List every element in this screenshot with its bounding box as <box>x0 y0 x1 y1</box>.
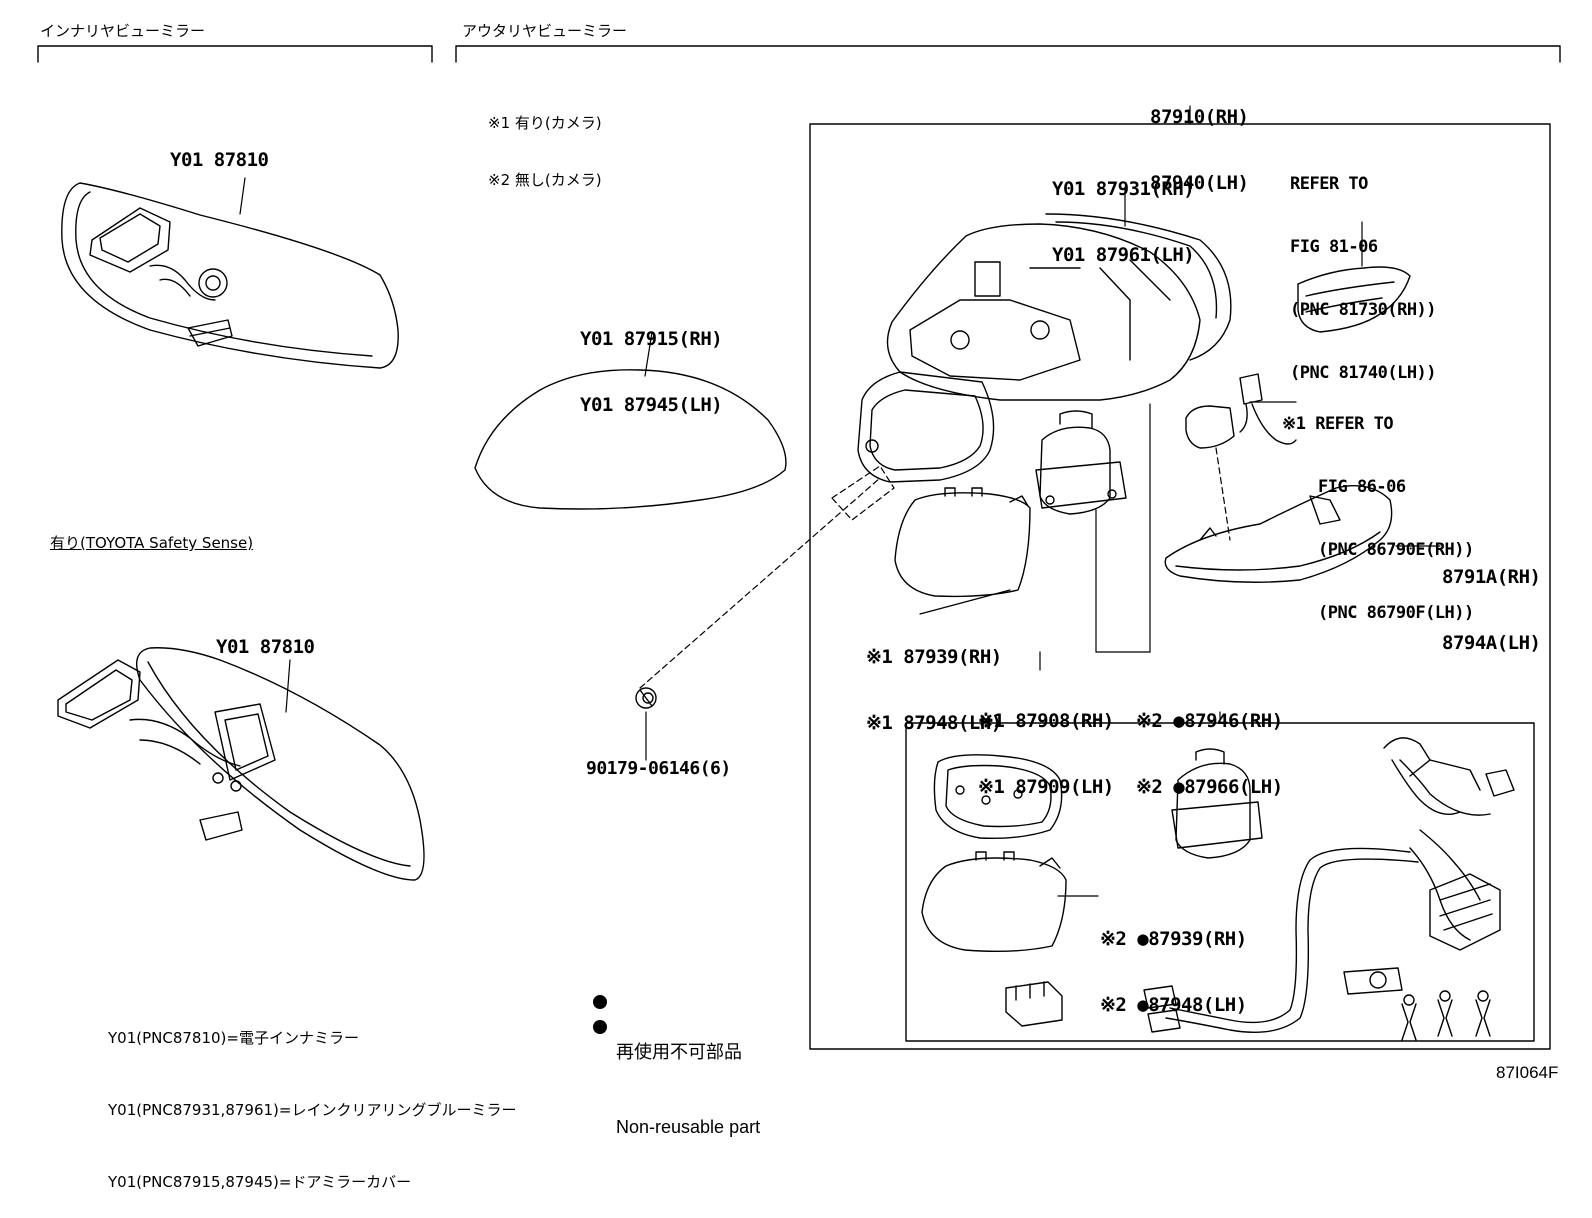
nocam-actuator-drawing <box>1171 748 1263 859</box>
figure-code: 87I064F <box>1496 1063 1559 1082</box>
label-mirror-glass-camera: ※1 87939(RH) ※1 87948(LH) <box>866 602 1002 756</box>
mirror-body-drawing <box>886 213 1232 401</box>
label-mirror-body-rh: Y01 87931(RH) <box>1052 178 1195 200</box>
legend-dot-1 <box>593 995 607 1009</box>
label-mirror-cover-lh: Y01 87945(LH) <box>580 394 723 416</box>
label-turn-lamp-rh: 8791A(RH) <box>1442 566 1541 588</box>
label-subassy-nocamera-lh: ※2 ●87966(LH) <box>1136 776 1283 798</box>
footnote-2: Y01(PNC87931,87961)=レインクリアリングブルーミラー <box>108 1101 517 1119</box>
label-mirror-cover-rh: Y01 87915(RH) <box>580 328 723 350</box>
legend-dot-2 <box>593 1020 607 1034</box>
footnotes: Y01(PNC87810)=電子インナミラー Y01(PNC87931,8796… <box>108 978 516 1218</box>
label-refer-fig-81: REFER TO FIG 81-06 (PNC 81730(RH)) (PNC … <box>1290 132 1437 405</box>
refer-81-line-3: (PNC 81730(RH)) <box>1290 300 1437 320</box>
clip-drawing <box>635 687 657 709</box>
label-subassy-nocamera: ※2 ●87946(RH) ※2 ●87966(LH) <box>1136 666 1283 820</box>
outer-assy-box <box>809 123 1551 1050</box>
label-subassy-camera-lh: ※1 87909(LH) <box>978 776 1114 798</box>
label-clip: 90179-06146(6) <box>586 758 731 779</box>
nocam-housing-drawing <box>933 754 1063 839</box>
turn-lamp-drawing <box>1164 485 1393 583</box>
leader-lines <box>239 105 1441 897</box>
footnote-3: Y01(PNC87915,87945)=ドアミラーカバー <box>108 1173 412 1191</box>
label-inner-mirror-top: Y01 87810 <box>170 149 269 171</box>
safety-sense-label: 有り(TOYOTA Safety Sense) <box>50 534 254 552</box>
label-mirror-glass-nocamera-lh: ※2 ●87948(LH) <box>1100 994 1247 1016</box>
inner-mirror-top-drawing <box>61 182 399 369</box>
legend: 再使用不可部品 Non-reusable part <box>616 990 760 1165</box>
label-outer-assy: 87910(RH) 87940(LH) <box>1150 62 1249 216</box>
label-mirror-body: Y01 87931(RH) Y01 87961(LH) <box>1052 134 1195 288</box>
refer-86-line-1: ※1 REFER TO <box>1282 414 1394 434</box>
parts-diagram <box>37 45 1561 1050</box>
label-mirror-cover: Y01 87915(RH) Y01 87945(LH) <box>580 284 723 438</box>
label-turn-lamp-lh: 8794A(LH) <box>1442 632 1541 654</box>
label-mirror-body-lh: Y01 87961(LH) <box>1052 244 1195 266</box>
actuator-drawing <box>1035 410 1127 515</box>
side-lamp-drawing <box>1297 266 1411 333</box>
footnote-1: Y01(PNC87810)=電子インナミラー <box>108 1029 359 1047</box>
mirror-cover-drawing <box>474 369 787 510</box>
mirror-housing-lower-drawing <box>857 371 995 483</box>
inner-section-bracket <box>37 45 433 63</box>
inner-mirror-bottom-drawing <box>57 647 425 881</box>
refer-81-line-1: REFER TO <box>1290 174 1368 194</box>
refer-86-line-2: FIG 86-06 <box>1318 477 1406 497</box>
legend-item-jp: 再使用不可部品 <box>616 1042 742 1062</box>
label-outer-assy-lh: 87940(LH) <box>1150 172 1249 194</box>
label-subassy-camera-rh: ※1 87908(RH) <box>978 710 1114 732</box>
inner-mirror-header: インナリヤビューミラー <box>40 22 206 40</box>
label-refer-fig-86: ※1 REFER TO FIG 86-06 (PNC 86790E(RH)) (… <box>1282 372 1474 645</box>
nocam-bolts-drawing <box>1401 990 1491 1041</box>
nocam-harness-drawing <box>1143 737 1515 1033</box>
label-mirror-glass-camera-rh: ※1 87939(RH) <box>866 646 1002 668</box>
label-mirror-glass-nocamera-rh: ※2 ●87939(RH) <box>1100 928 1247 950</box>
mirror-glass-camera-drawing <box>894 487 1031 598</box>
outer-mirror-header: アウタリヤビューミラー <box>462 22 628 40</box>
camera-note-1: ※1 有り(カメラ) <box>488 114 602 132</box>
label-subassy-camera: ※1 87908(RH) ※1 87909(LH) <box>978 666 1114 820</box>
legend-item-en: Non-reusable part <box>616 1117 761 1137</box>
label-outer-assy-rh: 87910(RH) <box>1150 106 1249 128</box>
label-turn-lamp: 8791A(RH) 8794A(LH) <box>1442 522 1541 676</box>
camera-connector-drawing <box>1185 373 1297 449</box>
nocam-mirror-glass-drawing <box>921 851 1067 953</box>
refer-81-line-2: FIG 81-06 <box>1290 237 1378 257</box>
refer-86-line-4: (PNC 86790F(LH)) <box>1318 603 1474 623</box>
camera-note-2: ※2 無し(カメラ) <box>488 171 602 189</box>
nocam-bracket-drawing <box>1005 981 1063 1027</box>
label-mirror-glass-nocamera: ※2 ●87939(RH) ※2 ●87948(LH) <box>1100 884 1247 1038</box>
outer-section-bracket <box>455 45 1561 63</box>
label-mirror-glass-camera-lh: ※1 87948(LH) <box>866 712 1002 734</box>
refer-81-line-4: (PNC 81740(LH)) <box>1290 363 1437 383</box>
dashed-assembly-lines <box>639 447 1231 689</box>
camera-notes: ※1 有り(カメラ) ※2 無し(カメラ) <box>488 76 602 209</box>
label-inner-mirror-bottom: Y01 87810 <box>216 636 315 658</box>
label-subassy-nocamera-rh: ※2 ●87946(RH) <box>1136 710 1283 732</box>
refer-86-line-3: (PNC 86790E(RH)) <box>1318 540 1474 560</box>
